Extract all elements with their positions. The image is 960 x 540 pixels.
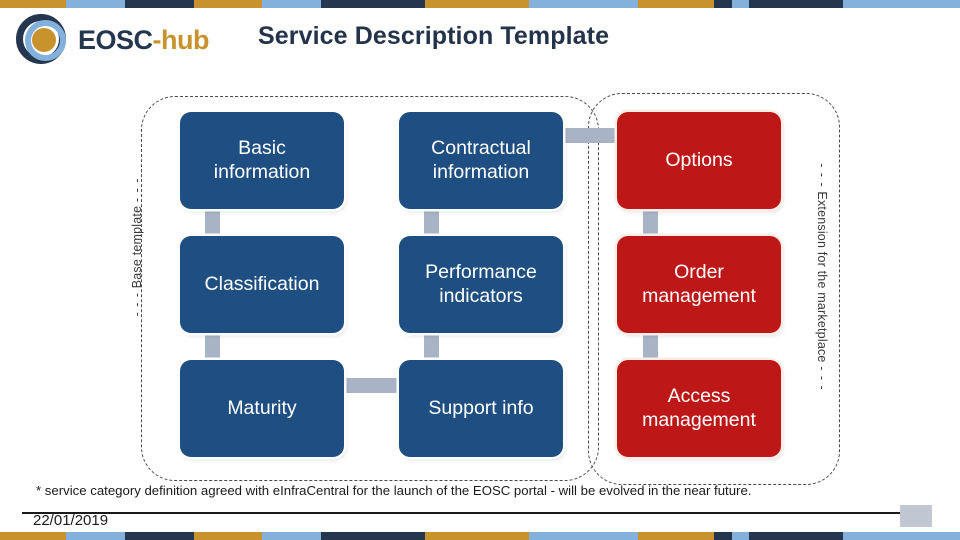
node-access-management[interactable]: Access management: [617, 360, 781, 457]
footer-placeholder-chip: [900, 505, 932, 527]
logo-wordmark-hub: -hub: [152, 24, 210, 55]
color-bar-segment-3: [194, 532, 263, 540]
color-bar-segment-0: [0, 532, 66, 540]
color-bar-segment-11: [749, 532, 843, 540]
node-classification-label: Classification: [204, 272, 320, 295]
group-label-extension-tick-left: - - -: [815, 163, 829, 188]
connector-col3-row2-row3: [643, 332, 658, 360]
color-bar-segment-1: [65, 532, 126, 540]
eosc-hub-logo: EOSC-hub: [14, 12, 210, 68]
color-bar-segment-9: [714, 532, 732, 540]
node-support-info-label: Support info: [428, 396, 534, 419]
node-order-management[interactable]: Order management: [617, 236, 781, 333]
group-outline-base-template: [141, 96, 599, 481]
group-label-base-tick-right: - - -: [130, 177, 144, 203]
footnote-text: * service category definition agreed wit…: [36, 483, 752, 498]
connector-col2-row1-row2: [424, 209, 439, 237]
node-maturity[interactable]: Maturity: [180, 360, 344, 457]
color-bar-segment-5: [320, 532, 425, 540]
logo-wordmark-eosc: EOSC: [78, 24, 153, 55]
node-support-info[interactable]: Support info: [399, 360, 563, 457]
logo-inner-ring: [25, 20, 66, 61]
node-order-management-label: Order management: [642, 260, 756, 307]
color-bar-segment-10: [731, 532, 750, 540]
node-basic-information-label: Basic information: [213, 136, 311, 183]
node-performance-indicators[interactable]: Performance indicators: [399, 236, 563, 333]
color-bar-segment-12: [842, 532, 960, 540]
color-bar-segment-7: [529, 0, 639, 8]
group-label-extension: - - - Extension for the marketplace - - …: [815, 127, 829, 427]
color-bar-segment-11: [749, 0, 843, 8]
page-title: Service Description Template: [258, 22, 610, 50]
node-options-label: Options: [665, 148, 733, 171]
group-label-base-tick-left: - - -: [130, 291, 144, 317]
color-bar-segment-5: [320, 0, 425, 8]
color-bar-segment-2: [125, 532, 195, 540]
eosc-hub-circles-logo-icon: [14, 12, 70, 68]
color-bar-segment-12: [842, 0, 960, 8]
bottom-color-bar: [0, 532, 960, 540]
node-options[interactable]: Options: [617, 112, 781, 209]
color-bar-segment-4: [262, 0, 321, 8]
node-maturity-label: Maturity: [227, 396, 297, 419]
logo-wordmark: EOSC-hub: [78, 24, 210, 56]
connector-col1-row1-row2: [205, 209, 220, 237]
connector-contractual-to-options: [560, 128, 616, 143]
color-bar-segment-0: [0, 0, 66, 8]
logo-center-dot: [32, 28, 56, 52]
group-outline-extension: [588, 93, 840, 485]
color-bar-segment-2: [125, 0, 195, 8]
footer-date: 22/01/2019: [33, 512, 109, 529]
color-bar-segment-3: [194, 0, 263, 8]
node-basic-information[interactable]: Basic information: [180, 112, 344, 209]
color-bar-segment-10: [731, 0, 750, 8]
group-label-base-template: - - - Base template - - -: [130, 97, 144, 397]
connector-col3-row1-row2: [643, 209, 658, 237]
node-contractual-information-label: Contractual information: [431, 136, 531, 183]
node-contractual-information[interactable]: Contractual information: [399, 112, 563, 209]
node-classification[interactable]: Classification: [180, 236, 344, 333]
color-bar-segment-8: [638, 0, 715, 8]
color-bar-segment-4: [262, 532, 321, 540]
color-bar-segment-7: [529, 532, 639, 540]
color-bar-segment-9: [714, 0, 732, 8]
color-bar-segment-8: [638, 532, 715, 540]
color-bar-segment-6: [424, 532, 530, 540]
color-bar-segment-6: [424, 0, 530, 8]
group-label-base-text: Base template: [130, 205, 144, 289]
group-label-extension-text: Extension for the marketplace: [815, 191, 829, 363]
group-label-extension-tick-right: - - -: [815, 366, 829, 391]
top-color-bar: [0, 0, 960, 8]
connector-col1-row2-row3: [205, 332, 220, 360]
color-bar-segment-1: [65, 0, 126, 8]
node-access-management-label: Access management: [642, 384, 756, 431]
connector-col2-row2-row3: [424, 332, 439, 360]
footer-divider: [22, 512, 906, 514]
connector-maturity-to-support: [341, 378, 397, 393]
node-performance-indicators-label: Performance indicators: [425, 260, 537, 307]
